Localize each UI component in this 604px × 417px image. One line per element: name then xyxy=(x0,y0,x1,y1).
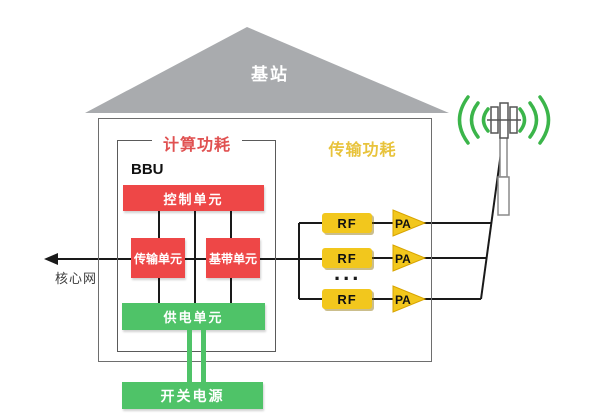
baseband-unit-box: 基带单元 xyxy=(206,238,260,278)
roof-shape xyxy=(85,27,449,113)
pa-triangle-icon xyxy=(392,285,427,313)
signal-wave-icon xyxy=(528,101,539,139)
pa-triangle-icon xyxy=(392,209,427,237)
antenna-mast-upper xyxy=(499,135,508,178)
power-supply-unit-box: 供电单元 xyxy=(122,303,265,330)
station-body-frame xyxy=(98,118,432,362)
roof-label: 基站 xyxy=(251,65,289,84)
antenna-feeder-line xyxy=(480,144,503,300)
rf-box-1: RF xyxy=(322,213,372,233)
transmission-unit-box: 传输单元 xyxy=(131,238,185,278)
rf-box-2: RF xyxy=(322,248,372,268)
power-feed-line xyxy=(201,330,206,382)
transmit-power-title: 传输功耗 xyxy=(328,142,397,159)
power-feed-line xyxy=(187,330,192,382)
pa-label-2: PA xyxy=(395,252,411,266)
core-network-label: 核心网 xyxy=(55,271,98,286)
signal-wave-icon xyxy=(518,107,527,133)
pa-triangle-icon xyxy=(392,244,427,272)
antenna-mast-lower xyxy=(497,176,510,216)
pa-label-1: PA xyxy=(395,217,411,231)
pa-label-3: PA xyxy=(395,293,411,307)
switch-power-box: 开关电源 xyxy=(122,382,263,409)
rf-box-3: RF xyxy=(322,289,372,309)
left-arrowhead-icon xyxy=(44,253,58,265)
signal-wave-icon xyxy=(481,107,490,133)
bbu-label: BBU xyxy=(131,161,164,178)
signal-wave-icon xyxy=(457,95,470,145)
compute-power-title: 计算功耗 xyxy=(152,131,242,155)
rf-chain-ellipsis: ... xyxy=(334,260,362,285)
signal-wave-icon xyxy=(538,95,551,145)
signal-wave-icon xyxy=(469,101,480,139)
control-unit-box: 控制单元 xyxy=(123,185,264,211)
